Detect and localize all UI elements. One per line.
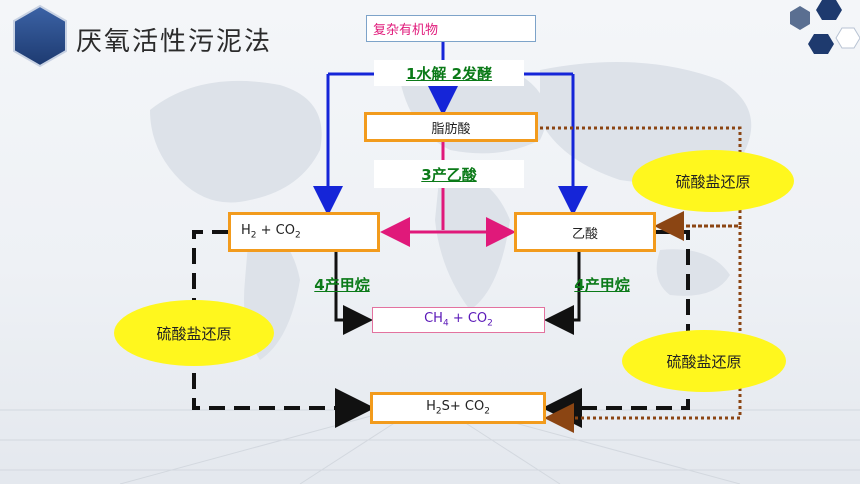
ellipse-sulfate-reduction-left: 硫酸盐还原 (114, 300, 274, 366)
node-ch4-co2: CH4 + CO2 (372, 307, 545, 333)
sulfate-reduction-upper-right-label: 硫酸盐还原 (675, 172, 751, 191)
sulfate-reduction-left-label: 硫酸盐还原 (156, 324, 232, 343)
h2s-co2-formula: H2S+ CO2 (426, 399, 490, 417)
sulfate-reduction-lower-right-label: 硫酸盐还原 (666, 352, 742, 371)
acetic-acid-label: 乙酸 (571, 226, 598, 242)
hexagon-logo-icon (13, 4, 67, 68)
ellipse-sulfate-reduction-lower-right: 硫酸盐还原 (622, 330, 786, 392)
node-acetic-acid: 乙酸 (514, 212, 656, 252)
node-h2-co2: H2 + CO2 (228, 212, 380, 252)
ellipse-sulfate-reduction-upper-right: 硫酸盐还原 (632, 150, 794, 212)
step-methanogenesis-left: 4产甲烷 (300, 272, 384, 296)
step-methanogenesis-right: 4产甲烷 (560, 272, 644, 296)
step-hydrolysis-fermentation: 1水解 2发酵 (374, 60, 524, 86)
dashed-sulfate-right (542, 230, 690, 428)
corner-hexagons-decoration (790, 0, 860, 54)
hydrolysis-fermentation-label: 1水解 2发酵 (405, 64, 493, 83)
node-h2s-co2: H2S+ CO2 (370, 392, 546, 424)
step-acetogenesis: 3产乙酸 (374, 160, 524, 188)
complex-organics-label: 复杂有机物 (373, 23, 439, 38)
methanogenesis-right-label: 4产甲烷 (574, 275, 630, 294)
methanogenesis-left-label: 4产甲烷 (314, 275, 370, 294)
h2-co2-formula: H2 + CO2 (241, 223, 301, 241)
arrow-methanogenesis-left (334, 252, 373, 335)
acetogenesis-label: 3产乙酸 (421, 165, 477, 184)
slide-title: 厌氧活性污泥法 (76, 27, 273, 57)
node-complex-organics: 复杂有机物 (366, 15, 536, 42)
fatty-acid-label: 脂肪酸 (431, 121, 471, 137)
ch4-co2-formula: CH4 + CO2 (424, 311, 493, 329)
dotted-sulfate-acetic (544, 224, 742, 433)
node-fatty-acid: 脂肪酸 (364, 112, 538, 142)
arrow-methanogenesis-right (544, 252, 581, 335)
